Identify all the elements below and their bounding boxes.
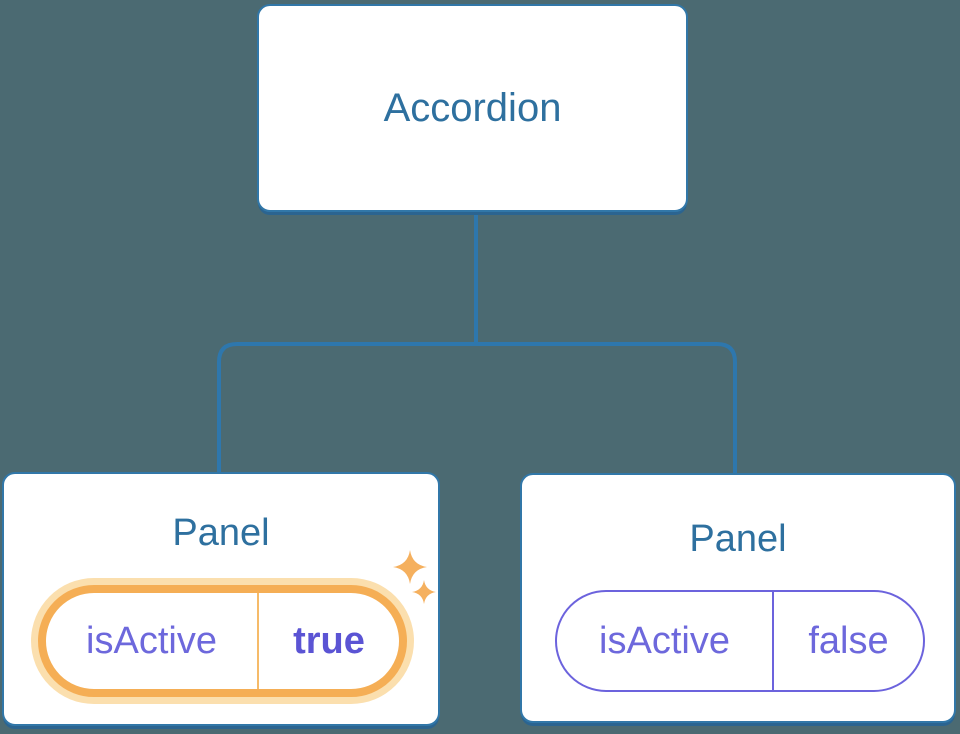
sparkle-small — [412, 580, 436, 604]
state-value-label: false — [808, 620, 889, 662]
accordion-node-label: Accordion — [383, 86, 562, 130]
panel-node-active: Panel isActive true — [2, 472, 440, 726]
sparkles-icon — [393, 550, 436, 604]
state-pill-inactive: isActive false — [555, 590, 925, 692]
panel-node-inactive: Panel isActive false — [520, 473, 956, 723]
pill-divider — [772, 592, 774, 690]
panel-node-label: Panel — [172, 512, 270, 554]
panel-node-label: Panel — [689, 518, 787, 560]
state-pill-active: isActive true — [38, 585, 407, 697]
connector-branch — [217, 342, 737, 474]
state-name-label: isActive — [599, 620, 730, 662]
sparkle-large — [393, 550, 427, 584]
pill-divider — [257, 593, 259, 689]
state-value-label: true — [293, 620, 365, 662]
state-name-label: isActive — [86, 620, 217, 662]
accordion-node: Accordion — [257, 4, 688, 212]
